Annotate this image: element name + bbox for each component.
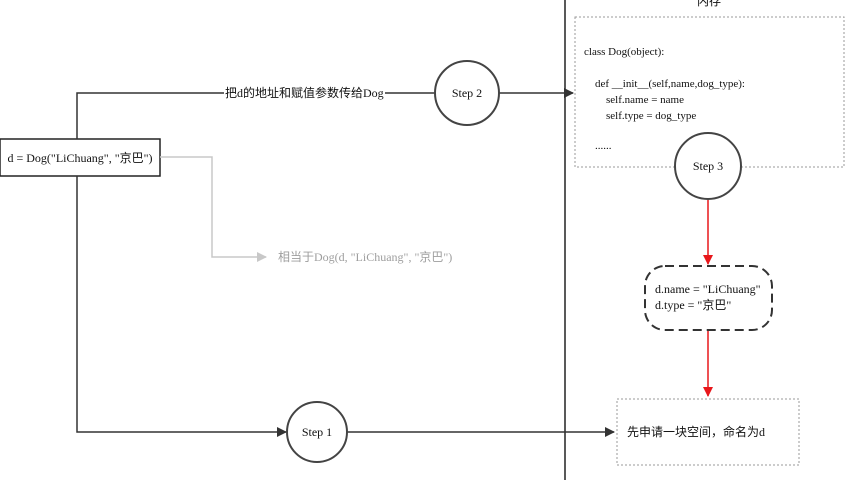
attr-name-line: d.name = "LiChuang" xyxy=(655,282,761,296)
step3-label: Step 3 xyxy=(692,158,724,173)
memory-title: 内存 xyxy=(697,0,722,8)
step2-label: Step 2 xyxy=(451,85,483,100)
code-line: self.name = name xyxy=(584,94,684,106)
attr-box xyxy=(644,265,773,331)
arrow-to-step1 xyxy=(76,176,287,437)
step1-circle xyxy=(286,401,348,463)
code-line: ...... xyxy=(584,140,612,152)
step2-arrow-label: 把d的地址和赋值参数传给Dog xyxy=(224,86,385,100)
step3-circle xyxy=(674,132,742,200)
code-line: def __init__(self,name,dog_type): xyxy=(584,78,745,90)
code-line: class Dog(object): xyxy=(584,46,665,58)
alloc-label: 先申请一块空间，命名为d xyxy=(627,425,766,439)
arrow-equivalent xyxy=(160,156,267,262)
step2-circle xyxy=(434,60,500,126)
equivalent-note: 相当于Dog(d, "LiChuang", "京巴") xyxy=(278,250,453,264)
create-statement-label: d = Dog("LiChuang", "京巴") xyxy=(7,151,153,165)
attr-type-line: d.type = "京巴" xyxy=(655,298,732,312)
create-statement-box xyxy=(0,138,161,177)
code-line: self.type = dog_type xyxy=(584,110,697,122)
step1-label: Step 1 xyxy=(301,424,333,439)
